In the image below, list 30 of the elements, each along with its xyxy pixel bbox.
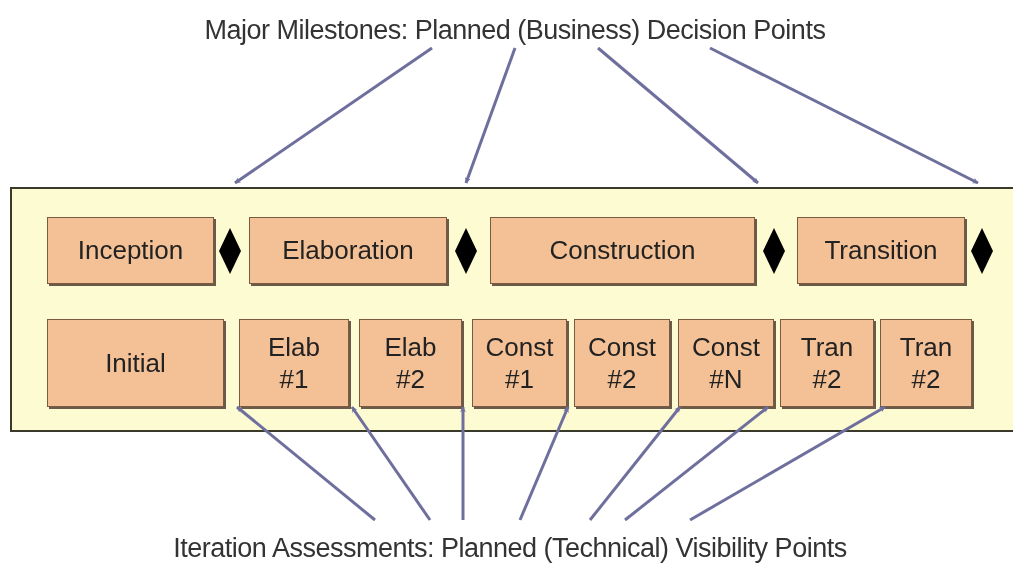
phase-box: Elaboration [249, 217, 447, 284]
iteration-box: Const #2 [574, 319, 670, 407]
arrow [709, 46, 979, 185]
milestone-diamond [455, 228, 477, 274]
iteration-box: Elab #1 [239, 319, 349, 407]
phase-box: Construction [490, 217, 755, 284]
iteration-box: Tran #2 [880, 319, 972, 407]
arrow [236, 405, 376, 522]
iteration-box: Tran #2 [780, 319, 874, 407]
arrow [597, 46, 759, 185]
phase-box: Inception [47, 217, 214, 284]
arrow [464, 47, 517, 184]
arrow [689, 405, 886, 522]
arrow [588, 406, 682, 521]
milestone-diamond [219, 228, 241, 274]
arrow [518, 406, 570, 521]
iteration-box: Const #1 [472, 319, 567, 407]
heading-text: Iteration Assessments: Planned (Technical) Visibility Points [173, 531, 847, 565]
iteration-box: Const #N [678, 319, 774, 407]
iteration-box: Initial [47, 319, 224, 407]
arrow [234, 46, 433, 185]
arrow [460, 406, 466, 520]
heading-text: Major Milestones: Planned (Business) Decision Points [204, 13, 826, 47]
arrow [624, 405, 769, 522]
iteration-box: Elab #2 [359, 319, 462, 407]
milestone-diamond [763, 228, 785, 274]
arrow [350, 406, 432, 521]
phase-panel [10, 187, 1013, 432]
milestone-diamond [971, 228, 993, 274]
phase-box: Transition [797, 217, 965, 284]
